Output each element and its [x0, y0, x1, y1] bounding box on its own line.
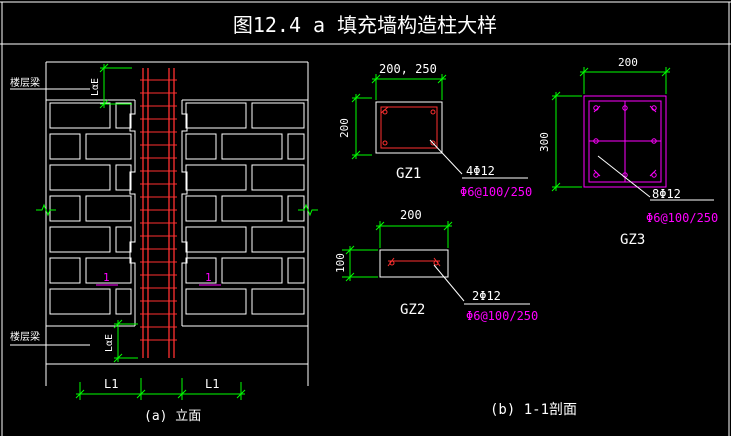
- masonry-block: [185, 195, 217, 222]
- gz3-height-label: 300: [538, 132, 551, 152]
- masonry-block: [185, 288, 247, 315]
- masonry-block: [185, 226, 247, 253]
- section-mark-right: 1: [205, 271, 212, 284]
- masonry-block: [251, 164, 305, 191]
- section-caption: (b) 1-1剖面: [490, 402, 577, 418]
- masonry-block: [49, 226, 111, 253]
- masonry-block: [185, 257, 217, 284]
- wall-edges: [45, 62, 309, 386]
- gz2-height-label: 100: [334, 253, 347, 273]
- masonry-block: [85, 195, 132, 222]
- gz1-name: GZ1: [396, 166, 421, 182]
- masonry-block: [85, 257, 132, 284]
- masonry-block: [251, 102, 305, 129]
- column-right-toothing: [181, 100, 188, 326]
- section-gz3: 200 300 8Φ12 Φ6@100/250 GZ3: [538, 56, 718, 248]
- section-gz1: 200, 250 200 GZ1 4Φ12 Φ6@100/250: [338, 62, 532, 199]
- masonry-block: [115, 226, 132, 253]
- masonry-block: [221, 195, 283, 222]
- masonry-block: [49, 102, 111, 129]
- column-stirrups: [140, 79, 177, 341]
- masonry-blocks: [49, 102, 305, 315]
- beam-label-top: 楼层梁: [10, 76, 40, 89]
- masonry-block: [251, 226, 305, 253]
- masonry-block: [221, 133, 283, 160]
- masonry-block: [85, 133, 132, 160]
- masonry-block: [49, 288, 111, 315]
- column-left-toothing: [129, 100, 136, 326]
- gz3-main-bars-label: 8Φ12: [652, 187, 681, 201]
- section-gz2: 200 100 GZ2 2Φ12 Φ6@100/250: [334, 208, 538, 323]
- gz1-main-bars: [380, 106, 436, 146]
- gz2-rebar: [387, 257, 441, 267]
- elevation-caption: (a) 立面: [144, 409, 201, 424]
- gz2-leader: [433, 264, 465, 302]
- gz3-width-dimension: [579, 67, 671, 94]
- section-mark-left: 1: [103, 271, 110, 284]
- gz3-width-label: 200: [618, 56, 638, 69]
- gz3-height-dimension: [551, 91, 582, 192]
- masonry-block: [49, 133, 81, 160]
- lae-dimension-bottom: [113, 319, 138, 363]
- lae-label-top: LαE: [90, 78, 101, 96]
- masonry-block: [115, 102, 132, 129]
- break-line-right: [298, 203, 318, 217]
- masonry-block: [49, 195, 81, 222]
- gz3-stirrup-label: Φ6@100/250: [646, 211, 718, 225]
- gz3-leader: [597, 155, 651, 198]
- gz1-main-bars-label: 4Φ12: [466, 164, 495, 178]
- masonry-block: [185, 164, 247, 191]
- gz2-main-bars-label: 2Φ12: [472, 289, 501, 303]
- gz1-leader: [429, 139, 463, 175]
- elevation-view: 楼层梁 楼层梁 LαE LαE 1 1: [10, 61, 318, 424]
- masonry-block: [115, 164, 132, 191]
- gz1-stirrup: [380, 106, 438, 149]
- masonry-block: [287, 195, 305, 222]
- gz2-width-dimension: [375, 221, 453, 248]
- gz2-outline: [379, 249, 449, 278]
- masonry-block: [287, 257, 305, 284]
- break-line-left: [36, 203, 56, 217]
- gz1-outline: [375, 101, 443, 154]
- gz1-width-dimension: [371, 74, 447, 100]
- bottom-beam: [46, 325, 308, 365]
- page-title: 图12.4 a 填充墙构造柱大样: [233, 13, 497, 37]
- gz3-name: GZ3: [620, 232, 645, 248]
- masonry-block: [185, 102, 247, 129]
- gz2-stirrup-label: Φ6@100/250: [466, 309, 538, 323]
- gz1-width-label: 200, 250: [379, 62, 437, 76]
- top-beam: [46, 61, 308, 101]
- gz1-height-dimension: [351, 93, 372, 160]
- masonry-block: [287, 133, 305, 160]
- lae-label-bottom: LαE: [104, 334, 115, 352]
- gz2-width-label: 200: [400, 208, 422, 222]
- masonry-block: [49, 257, 81, 284]
- l1-dimension: [75, 378, 246, 400]
- column-rebar: [142, 68, 175, 358]
- gz3-outline: [583, 95, 667, 188]
- masonry-block: [115, 288, 132, 315]
- masonry-block: [49, 164, 111, 191]
- l1-label-right: L1: [205, 377, 219, 391]
- l1-label-left: L1: [104, 377, 118, 391]
- masonry-block: [251, 288, 305, 315]
- gz1-height-label: 200: [338, 118, 351, 138]
- gz2-height-dimension: [342, 245, 378, 282]
- beam-label-bottom: 楼层梁: [10, 330, 40, 343]
- lae-dimension-top: [99, 63, 132, 109]
- gz3-inner-ties: [589, 101, 661, 182]
- masonry-block: [221, 257, 283, 284]
- gz1-stirrup-label: Φ6@100/250: [460, 185, 532, 199]
- gz2-name: GZ2: [400, 302, 425, 318]
- masonry-block: [185, 133, 217, 160]
